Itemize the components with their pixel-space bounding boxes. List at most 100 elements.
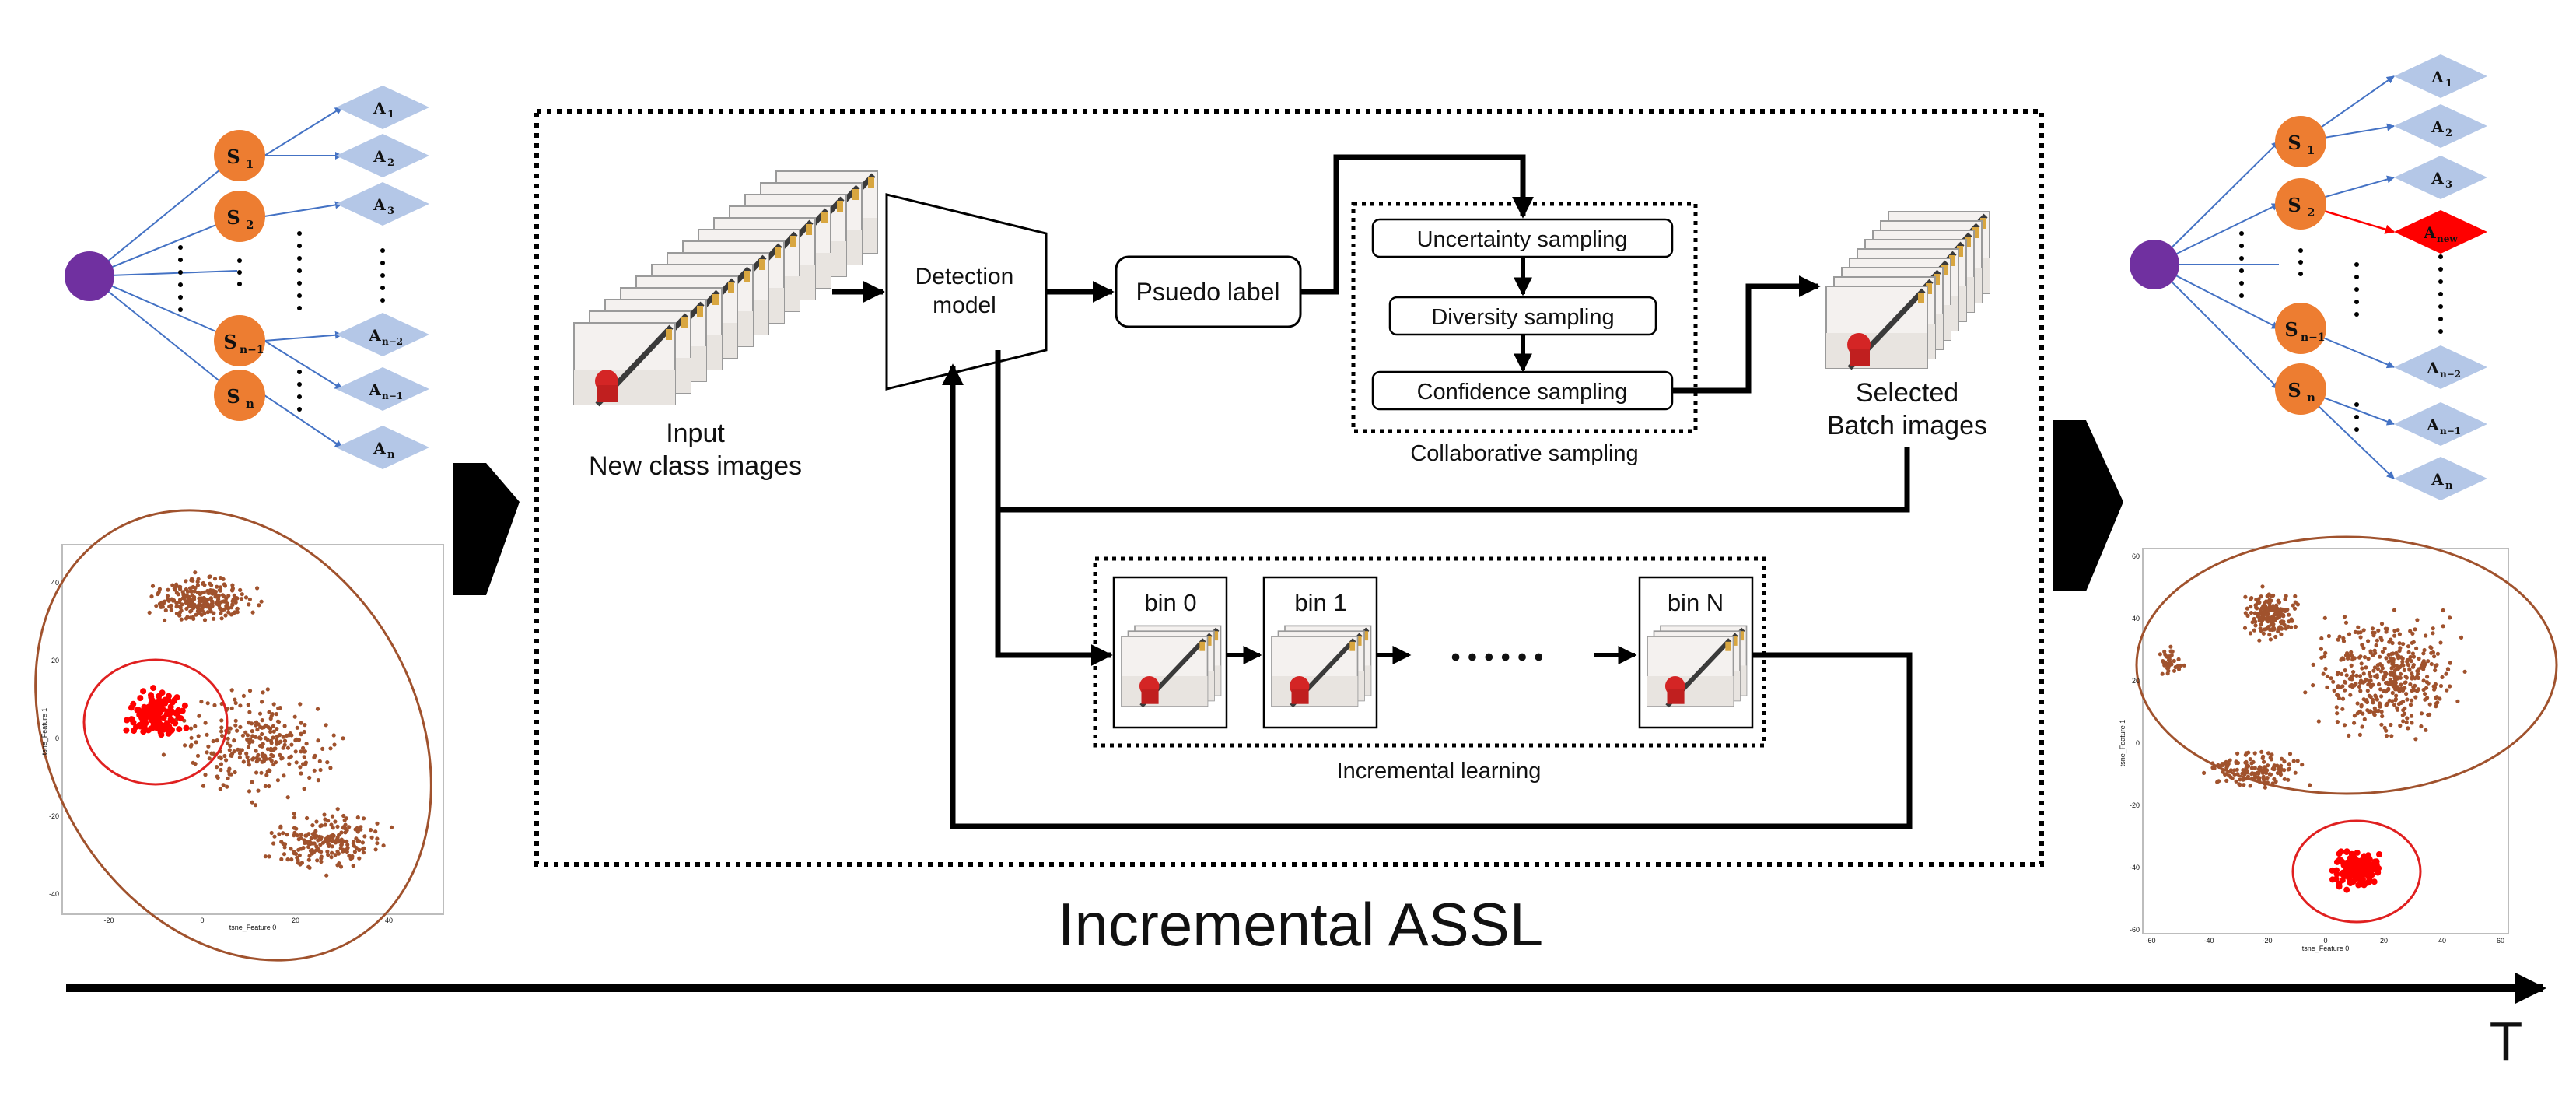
scatter-point — [272, 834, 277, 839]
scatter-point — [343, 822, 348, 827]
scatter-point — [160, 714, 167, 721]
scatter-point — [217, 755, 222, 760]
scatter-point — [2243, 611, 2248, 615]
scatter-point — [2366, 871, 2373, 878]
scatter-point — [2287, 752, 2293, 756]
scatter-point — [2423, 692, 2427, 696]
scatter-point — [167, 703, 174, 710]
right-scatter-xlabel: tsne_Feature 0 — [2302, 945, 2350, 952]
scatter-point — [259, 770, 264, 775]
scatter-point — [2431, 650, 2435, 655]
scatter-point — [315, 707, 320, 711]
scatter-point — [195, 583, 200, 587]
scatter-point — [285, 745, 290, 750]
scatter-point — [2252, 771, 2256, 776]
scatter-point — [2410, 631, 2415, 636]
scatter-point — [2375, 638, 2379, 643]
scatter-point — [189, 578, 194, 583]
scatter-point — [2249, 605, 2253, 609]
scatter-point — [314, 848, 319, 853]
scatter-point — [2335, 693, 2340, 697]
scatter-point — [207, 756, 212, 761]
scatter-point — [180, 602, 184, 607]
scatter-point — [2293, 594, 2298, 598]
scatter-point — [256, 788, 261, 793]
scatter-point — [2413, 683, 2417, 688]
action-label: A — [2426, 416, 2439, 434]
scatter-point — [271, 841, 276, 846]
scatter-point — [2367, 693, 2371, 698]
scatter-point — [319, 823, 324, 828]
scatter-point — [2431, 626, 2435, 631]
collaborative-sampling-box — [1351, 202, 1698, 433]
scatter-point — [354, 846, 359, 850]
scatter-point — [2282, 768, 2287, 773]
scatter-point — [361, 850, 366, 855]
scatter-point — [2262, 627, 2267, 632]
action-label: A — [368, 326, 381, 345]
scatter-point — [2421, 651, 2426, 656]
scatter-point — [314, 819, 319, 824]
scatter-point — [2358, 654, 2363, 659]
scatter-point — [208, 609, 213, 614]
scatter-point — [182, 596, 187, 601]
scatter-point — [2438, 640, 2443, 645]
scatter-point — [135, 707, 142, 714]
scatter-point — [2389, 637, 2393, 642]
right-state-sn-1: S n−1 — [2275, 303, 2326, 354]
scatter-point — [169, 608, 173, 612]
scatter-point — [2253, 603, 2258, 608]
scatter-point — [2416, 687, 2420, 692]
scatter-point — [263, 736, 268, 741]
left-red-cluster-ellipse — [82, 658, 229, 786]
scatter-point — [299, 771, 303, 776]
scatter-point — [2355, 711, 2360, 716]
right-xtick: -60 — [2145, 937, 2155, 945]
scatter-point — [193, 724, 198, 728]
right-brown-points — [2158, 584, 2467, 790]
scatter-point — [196, 608, 201, 612]
scatter-point — [238, 724, 243, 730]
scatter-point — [2337, 634, 2342, 639]
scatter-point — [269, 759, 274, 763]
scatter-point — [2354, 673, 2359, 678]
scatter-point — [2358, 689, 2363, 693]
right-action-a1: A 1 — [2394, 54, 2487, 98]
scatter-point — [2311, 683, 2315, 688]
scatter-point — [269, 714, 274, 718]
state-label: S — [2287, 379, 2301, 401]
scatter-point — [289, 857, 294, 862]
scatter-point — [2350, 878, 2357, 885]
scatter-point — [247, 597, 252, 601]
scatter-point — [243, 595, 249, 600]
scatter-point — [196, 590, 201, 595]
scatter-point — [2392, 703, 2397, 707]
scatter-point — [235, 728, 240, 733]
scatter-point — [233, 723, 238, 728]
scatter-point — [226, 776, 230, 780]
scatter-point — [2376, 851, 2382, 857]
scatter-point — [189, 735, 194, 740]
scatter-point — [212, 616, 216, 621]
scatter-point — [2390, 640, 2395, 646]
scatter-point — [2413, 627, 2417, 632]
scatter-point — [2325, 674, 2329, 679]
right-scatter-plot: tsne_Feature 0 tsne_Feature 1 -60 -40 -2… — [2119, 535, 2558, 952]
scatter-point — [171, 696, 178, 703]
scatter-point — [2277, 607, 2281, 612]
scatter-point — [2329, 676, 2333, 681]
scatter-point — [153, 706, 160, 713]
scatter-point — [2396, 666, 2401, 671]
right-ytick: 20 — [2132, 677, 2140, 685]
scatter-point — [2345, 656, 2350, 661]
scatter-point — [2399, 686, 2404, 691]
scatter-point — [2413, 737, 2418, 742]
scatter-point — [2322, 654, 2327, 659]
scatter-point — [2348, 693, 2353, 697]
scatter-point — [2271, 622, 2276, 626]
scatter-point — [2343, 620, 2349, 625]
scatter-point — [219, 767, 223, 773]
scatter-point — [2266, 751, 2271, 756]
scatter-point — [2434, 696, 2438, 700]
scatter-point — [2421, 659, 2426, 664]
